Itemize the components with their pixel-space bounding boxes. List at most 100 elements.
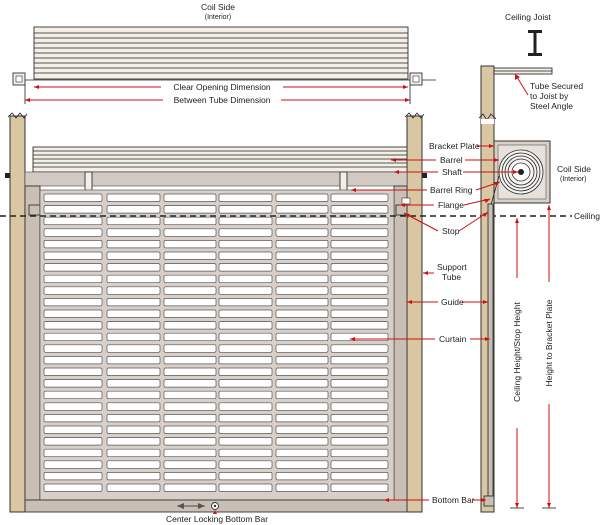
- curtain-slat: [218, 367, 273, 376]
- curtain-slat: [218, 193, 273, 202]
- curtain-slat: [275, 460, 329, 469]
- curtain-slat: [275, 472, 329, 481]
- curtain-slat: [43, 367, 103, 376]
- height-bracket-label: Height to Bracket Plate: [544, 299, 554, 386]
- support-tube-label-1: Support: [437, 262, 467, 272]
- curtain-slat: [330, 286, 389, 295]
- curtain-slat: [330, 193, 389, 202]
- right-guide: [393, 185, 408, 501]
- curtain-slat: [275, 448, 329, 458]
- curtain-slat: [275, 437, 329, 446]
- curtain-slat: [330, 263, 389, 272]
- curtain-slat: [330, 356, 389, 365]
- curtain-slat: [43, 216, 103, 226]
- curtain-slat: [106, 402, 161, 411]
- side-section-view: [478, 30, 553, 513]
- curtain-slat: [330, 332, 389, 342]
- curtain-slat: [218, 483, 273, 492]
- curtain-slat: [106, 251, 161, 260]
- curtain-slat: [43, 472, 103, 481]
- curtain-slat: [43, 321, 103, 330]
- curtain-slat: [163, 298, 217, 307]
- curtain-slat: [330, 274, 389, 284]
- curtain-slat: [163, 344, 217, 353]
- curtain-slat: [163, 240, 217, 249]
- curtain-slats: [43, 193, 389, 492]
- curtain-slat: [163, 414, 217, 423]
- curtain-slat: [163, 274, 217, 284]
- between-tube-label: Between Tube Dimension: [174, 95, 271, 105]
- bottom-bar-label: Bottom Bar: [432, 495, 475, 505]
- curtain-slat: [106, 379, 161, 388]
- curtain-slat: [218, 228, 273, 237]
- curtain-slat: [275, 356, 329, 365]
- ceiling-joist-icon: [528, 30, 542, 56]
- curtain-slat: [43, 332, 103, 342]
- curtain-slat: [330, 483, 389, 492]
- curtain-slat: [218, 344, 273, 353]
- curtain-slat: [106, 298, 161, 307]
- curtain-slat: [275, 483, 329, 492]
- curtain-slat: [218, 448, 273, 458]
- curtain-slat: [330, 460, 389, 469]
- curtain-slat: [163, 437, 217, 446]
- curtain-slat: [43, 402, 103, 411]
- curtain-slat: [163, 321, 217, 330]
- curtain-slat: [43, 414, 103, 423]
- curtain-slat: [106, 460, 161, 469]
- curtain-slat: [330, 379, 389, 388]
- curtain-slat: [330, 367, 389, 376]
- curtain-slat: [275, 367, 329, 376]
- curtain-slat: [163, 332, 217, 342]
- curtain-slat: [43, 193, 103, 202]
- curtain-slat: [218, 216, 273, 226]
- curtain-slat: [106, 425, 161, 434]
- curtain-slat: [330, 205, 389, 214]
- curtain-slat: [106, 228, 161, 237]
- curtain-slat: [106, 472, 161, 481]
- barrel-coil-side: [498, 149, 544, 195]
- curtain-slat: [218, 379, 273, 388]
- curtain-label: Curtain: [439, 334, 467, 344]
- curtain-slat: [218, 274, 273, 284]
- curtain-slat: [106, 193, 161, 202]
- curtain-slat: [218, 402, 273, 411]
- plan-coil-lines: [34, 32, 408, 74]
- curtain-slat: [106, 321, 161, 330]
- curtain-slat: [43, 298, 103, 307]
- curtain-slat: [218, 390, 273, 400]
- curtain-slat: [163, 309, 217, 318]
- curtain-slat: [106, 263, 161, 272]
- curtain-slat: [330, 414, 389, 423]
- curtain-slat: [275, 414, 329, 423]
- curtain-slat: [163, 228, 217, 237]
- barrel-ring-label: Barrel Ring: [430, 185, 473, 195]
- curtain-slat: [275, 402, 329, 411]
- curtain-slat: [218, 425, 273, 434]
- curtain-slat: [275, 425, 329, 434]
- curtain-slat: [106, 332, 161, 342]
- curtain-slat: [163, 216, 217, 226]
- curtain-slat: [106, 448, 161, 458]
- curtain-slat: [43, 344, 103, 353]
- center-locking-label: Center Locking Bottom Bar: [166, 514, 268, 524]
- curtain-slat: [218, 263, 273, 272]
- curtain-slat: [275, 263, 329, 272]
- curtain-slat: [330, 344, 389, 353]
- curtain-slat: [275, 321, 329, 330]
- curtain-slat: [275, 298, 329, 307]
- front-elevation: [5, 112, 427, 513]
- curtain-slat: [330, 309, 389, 318]
- barrel-label: Barrel: [440, 155, 463, 165]
- curtain-slat: [106, 344, 161, 353]
- curtain-slat: [218, 251, 273, 260]
- curtain-slat: [330, 402, 389, 411]
- ceiling-label: Ceiling: [574, 211, 600, 221]
- curtain-slat: [43, 286, 103, 295]
- right-support-tube: [406, 115, 423, 513]
- curtain-slat: [218, 472, 273, 481]
- curtain-slat: [218, 437, 273, 446]
- curtain-slat: [43, 448, 103, 458]
- curtain-slat: [163, 286, 217, 295]
- curtain-slat: [43, 240, 103, 249]
